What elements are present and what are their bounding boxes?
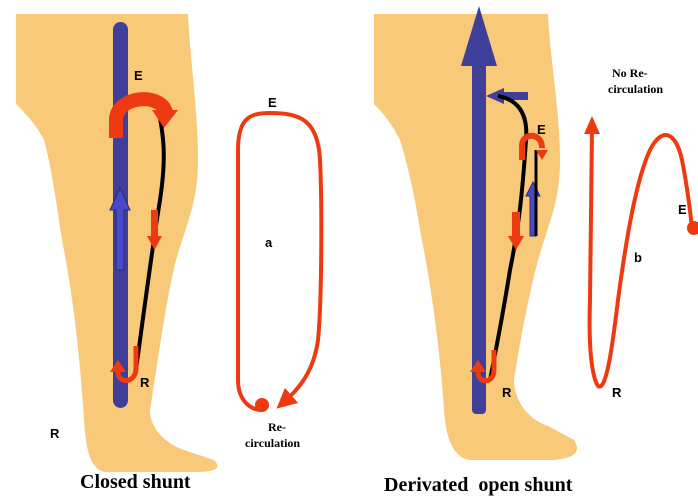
left-recirc-line1: Re- bbox=[268, 420, 286, 434]
left-panel: E R R E a Re- circulation Closed shunt bbox=[16, 14, 321, 493]
right-caption: Derivated open shunt bbox=[384, 474, 573, 496]
right-curve-r-label: R bbox=[612, 385, 622, 400]
left-loop-e-label: E bbox=[268, 95, 277, 110]
right-leg-e-label: E bbox=[537, 122, 546, 137]
left-loop-a-label: a bbox=[265, 235, 273, 250]
left-outer-r-label: R bbox=[50, 426, 60, 441]
left-caption: Closed shunt bbox=[80, 471, 191, 493]
left-recirc-line2: circulation bbox=[245, 436, 300, 450]
right-wave-dot bbox=[687, 221, 698, 235]
right-curve-e-label: E bbox=[678, 202, 687, 217]
right-b-label: b bbox=[634, 250, 642, 265]
left-leg-r-label: R bbox=[140, 375, 150, 390]
right-leg-r-label: R bbox=[502, 385, 512, 400]
right-norecirc-line1: No Re- bbox=[612, 66, 648, 80]
right-norecirc-line2: circulation bbox=[608, 82, 663, 96]
right-panel: E R R E b No Re- circulation Derivated o… bbox=[374, 6, 698, 496]
left-leg-e-label: E bbox=[134, 68, 143, 83]
right-wave-arrowhead bbox=[584, 116, 600, 134]
left-loop-dot bbox=[255, 398, 269, 412]
left-loop-curve bbox=[238, 113, 321, 410]
